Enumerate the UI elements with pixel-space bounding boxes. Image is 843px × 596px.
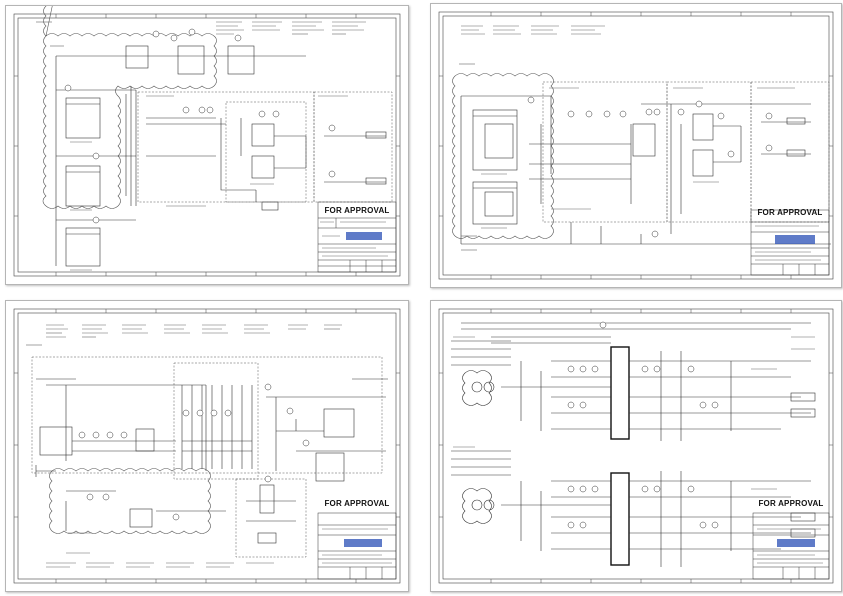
approval-stamp: FOR APPROVAL bbox=[757, 208, 823, 217]
sheet-1-diagram bbox=[13, 6, 401, 277]
sheet-2-diagram bbox=[438, 11, 834, 280]
sheet-4-diagram bbox=[438, 308, 834, 584]
drawing-sheet-1: FOR APPROVAL bbox=[5, 5, 409, 285]
approval-stamp: FOR APPROVAL bbox=[324, 206, 390, 215]
drawing-sheet-3: FOR APPROVAL bbox=[5, 300, 409, 592]
drawing-sheet-2: FOR APPROVAL bbox=[430, 3, 842, 288]
sheet-3-diagram bbox=[13, 308, 401, 584]
approval-stamp: FOR APPROVAL bbox=[324, 499, 390, 508]
drawing-sheet-4: FOR APPROVAL bbox=[430, 300, 842, 592]
approval-stamp: FOR APPROVAL bbox=[758, 499, 824, 508]
